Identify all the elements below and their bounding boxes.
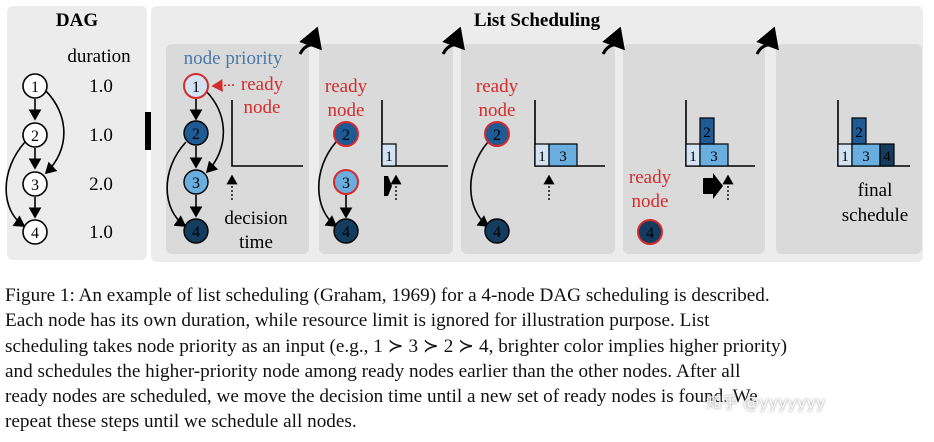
- svg-text:4: 4: [883, 149, 891, 165]
- svg-text:2: 2: [192, 126, 200, 143]
- dag-node-1: 1: [22, 73, 48, 99]
- step3-block-3: 3: [548, 143, 578, 167]
- step2-edges: [318, 141, 353, 227]
- step2-ready-label-line1: ready: [325, 76, 368, 97]
- step3-edge: [470, 141, 490, 227]
- final-block-2: 2: [851, 117, 867, 145]
- step3-node-4: 4: [484, 218, 510, 244]
- step1-ready-label-line2: node: [244, 97, 281, 118]
- step3-ready-label-line1: ready: [476, 76, 519, 97]
- caption-line: ready nodes are scheduled, we move the d…: [5, 386, 758, 408]
- step2-node-3: 3: [333, 169, 359, 195]
- svg-text:4: 4: [192, 224, 200, 241]
- final-block-1: 1: [837, 143, 853, 167]
- caption-line: repeat these steps until we schedule all…: [5, 411, 357, 433]
- caption-line: Each node has its own duration, while re…: [5, 310, 710, 332]
- list-scheduling-title: List Scheduling: [474, 10, 601, 31]
- svg-text:2: 2: [31, 128, 39, 145]
- dag-edges: [5, 89, 65, 227]
- step1-node-3: 3: [183, 169, 209, 195]
- svg-text:4: 4: [342, 224, 350, 241]
- final-schedule-line2: schedule: [842, 205, 908, 226]
- ready-pointer: [211, 79, 235, 92]
- decision-time-line1: decision: [224, 208, 288, 229]
- step2-node-2: 2: [333, 121, 359, 147]
- step-arrows: [298, 26, 779, 55]
- final-block-4: 4: [879, 143, 895, 167]
- svg-text:1: 1: [385, 149, 393, 165]
- svg-text:2: 2: [703, 125, 711, 141]
- duration-header: duration: [67, 46, 131, 67]
- final-block-3: 3: [851, 143, 881, 167]
- svg-text:2: 2: [855, 125, 863, 141]
- step1-node-1: 1: [183, 73, 209, 99]
- step4-block-2: 2: [699, 117, 715, 145]
- step2-block-1: 1: [381, 143, 397, 167]
- svg-text:4: 4: [493, 224, 501, 241]
- duration-node-4: 1.0: [89, 222, 113, 243]
- caption-line: scheduling takes node priority as an inp…: [5, 335, 787, 357]
- svg-text:3: 3: [862, 149, 870, 165]
- svg-text:4: 4: [646, 225, 654, 242]
- step3-node-2: 2: [484, 121, 510, 147]
- step1-node-4: 4: [183, 218, 209, 244]
- decision-time-line2: time: [239, 232, 273, 253]
- step3-ready-label-line2: node: [479, 100, 516, 121]
- dag-title: DAG: [56, 10, 98, 31]
- node-priority-label: node priority: [184, 48, 283, 69]
- svg-text:4: 4: [31, 225, 39, 242]
- figure-caption: Figure 1: An example of list scheduling …: [5, 283, 929, 435]
- final-schedule-line1: final: [858, 180, 893, 201]
- svg-text:2: 2: [493, 127, 501, 144]
- duration-node-2: 1.0: [89, 125, 113, 146]
- svg-text:1: 1: [689, 149, 697, 165]
- duration-node-3: 2.0: [89, 174, 113, 195]
- figure-diagram: DAG duration 1 2 3 4 1.0 1.0 2.0 1.0 Lis…: [5, 6, 923, 262]
- dag-panel: [7, 6, 147, 260]
- svg-text:1: 1: [31, 79, 39, 96]
- watermark: 知乎 @yyyyyyy: [706, 393, 826, 412]
- step4-node-4: 4: [637, 219, 663, 245]
- step1-edges: [166, 90, 225, 227]
- dag-node-3: 3: [22, 171, 48, 197]
- svg-text:3: 3: [342, 175, 350, 192]
- step2-node-4: 4: [333, 218, 359, 244]
- duration-node-1: 1.0: [89, 76, 113, 97]
- svg-text:3: 3: [559, 149, 567, 165]
- caption-line: Figure 1: An example of list scheduling …: [5, 285, 770, 306]
- step2-ready-label-line2: node: [328, 100, 365, 121]
- caption-line: and schedules the higher-priority node a…: [5, 360, 741, 382]
- step2-shift-arrow: [384, 176, 392, 196]
- step1-ready-label-line1: ready: [241, 74, 284, 95]
- step3-block-1: 1: [534, 143, 550, 167]
- step1-time-axes: [231, 100, 303, 167]
- svg-text:2: 2: [342, 127, 350, 144]
- step4-block-3: 3: [699, 143, 729, 167]
- step4-ready-label-line2: node: [632, 191, 669, 212]
- step4-ready-label-line1: ready: [629, 167, 672, 188]
- dag-node-2: 2: [22, 122, 48, 148]
- step1-node-2: 2: [183, 120, 209, 146]
- step4-shift-arrow: [703, 173, 723, 199]
- svg-text:1: 1: [538, 149, 546, 165]
- svg-text:1: 1: [841, 149, 849, 165]
- dag-node-4: 4: [22, 219, 48, 245]
- svg-text:3: 3: [710, 149, 718, 165]
- svg-text:3: 3: [192, 175, 200, 192]
- svg-text:1: 1: [192, 79, 200, 96]
- svg-text:3: 3: [31, 177, 39, 194]
- step4-block-1: 1: [685, 143, 701, 167]
